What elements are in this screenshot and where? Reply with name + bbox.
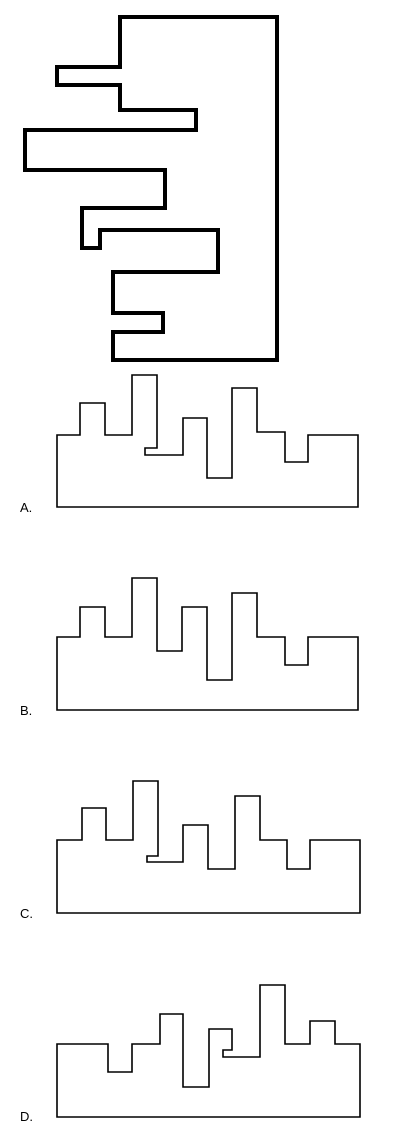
option-b-shape[interactable]	[56, 577, 359, 711]
option-d-label: D.	[20, 1109, 33, 1124]
option-d-shape[interactable]	[56, 984, 361, 1118]
option-a-shape[interactable]	[56, 374, 359, 508]
option-c-label: C.	[20, 906, 33, 921]
option-a-label: A.	[20, 500, 33, 515]
option-b-label: B.	[20, 703, 33, 718]
option-c-shape[interactable]	[56, 780, 361, 914]
question-shape	[23, 15, 279, 362]
